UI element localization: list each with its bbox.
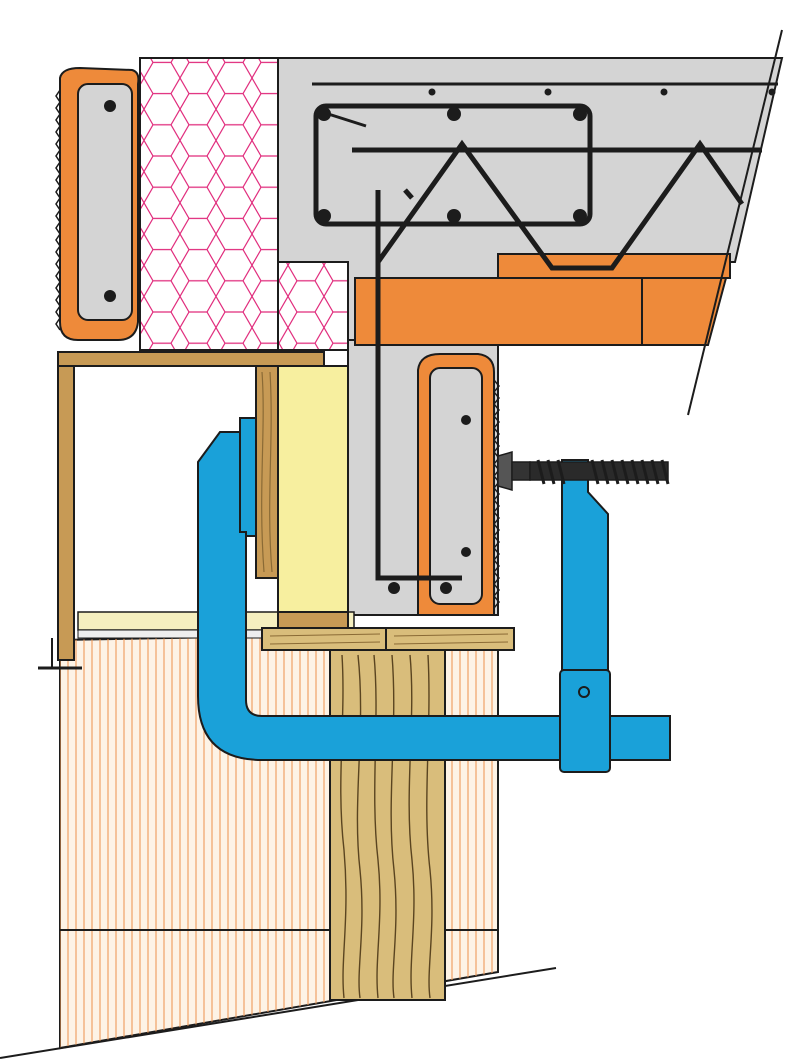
timber-batten: [255, 365, 279, 579]
hexagon-insulation: [139, 57, 279, 351]
masonry-wall: [0, 630, 557, 1059]
timber-post: [329, 649, 446, 1001]
lattice-girder: [375, 139, 745, 271]
hollow-brick-left: [55, 66, 140, 341]
hollow-brick-right: [417, 353, 500, 616]
timber-frame: [38, 351, 325, 670]
rebar-dots: [317, 88, 776, 594]
brick-lintel: [354, 277, 728, 346]
clamp-slider: [559, 459, 611, 773]
insulation-step: [277, 261, 349, 351]
steel-clamp: [197, 417, 671, 761]
timber-board: [261, 611, 515, 651]
break-line: [687, 29, 783, 416]
clamp-screw: [497, 451, 670, 491]
insulation-strip: [277, 365, 349, 613]
